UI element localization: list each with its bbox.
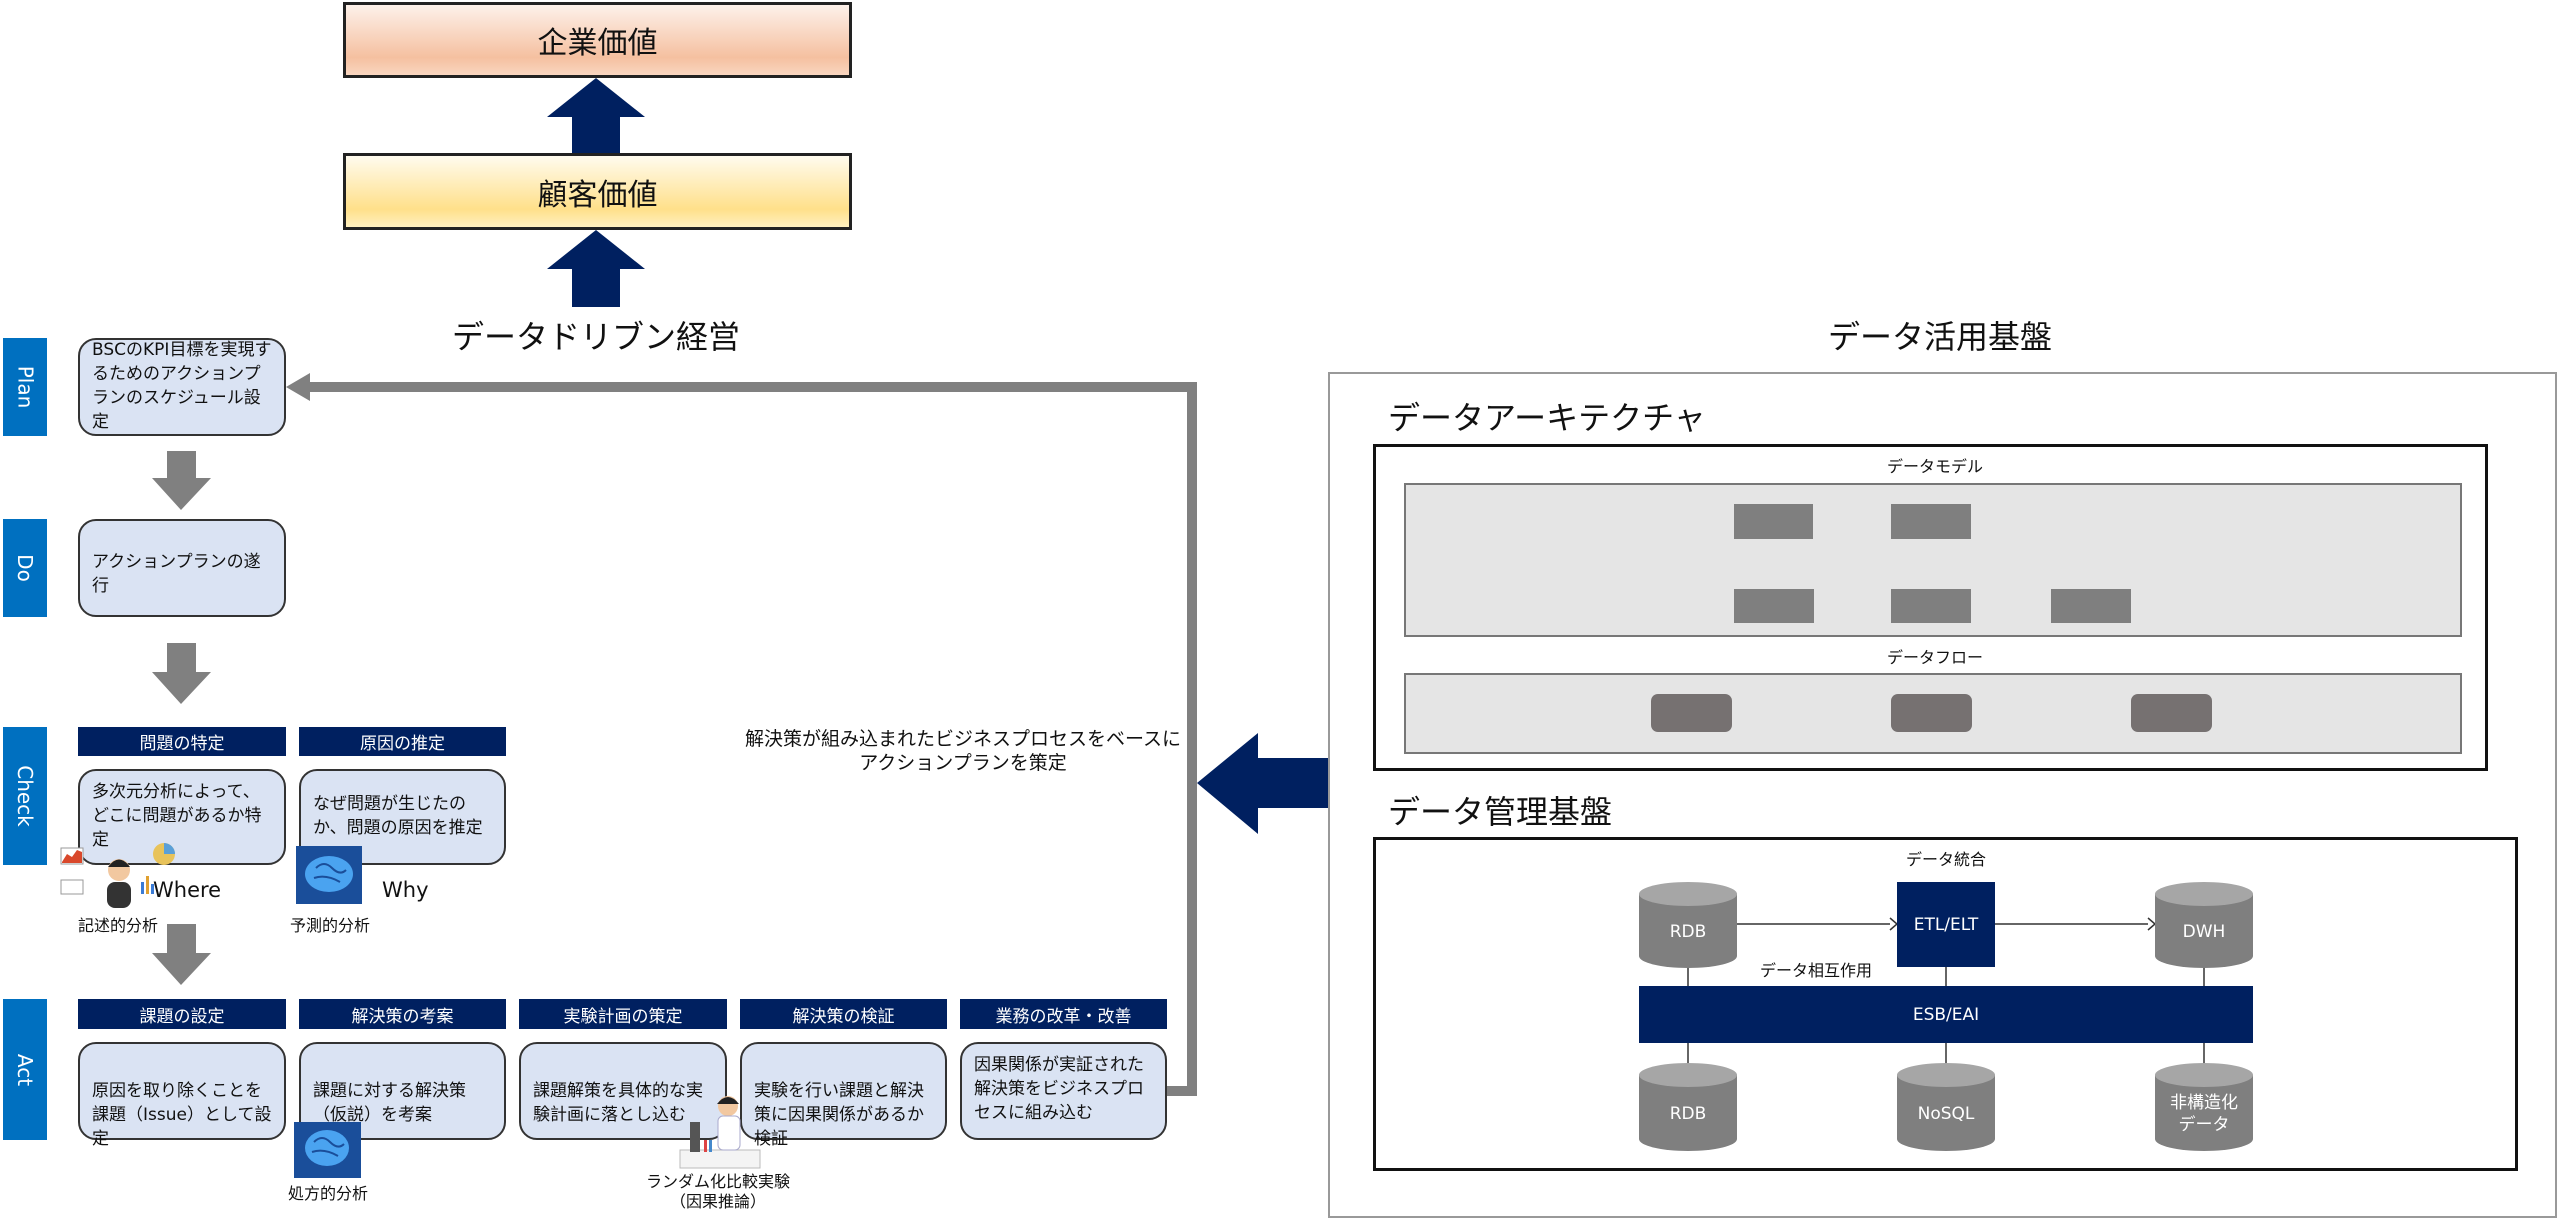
process-node (1891, 694, 1972, 732)
feedback-arrowhead-icon (286, 373, 310, 401)
customer-value-label: 顧客価値 (537, 177, 658, 213)
data-platform-title: データ活用基盤 (1827, 318, 2052, 356)
feedback-line (305, 382, 1197, 1096)
esb-bar: ESB/EAI (1639, 986, 2253, 1043)
rct-label: ランダム化比較実験 (645, 1172, 790, 1191)
architecture-title: データアーキテクチャ (1388, 399, 1706, 437)
cylinder-label: 非構造化データ (2170, 1092, 2238, 1135)
act-step-header: 解決策の検証 (740, 999, 947, 1029)
act-step-box: 実験を行い課題と解決策に因果関係があるか検証 (740, 1042, 947, 1149)
act-step-header: 実験計画の策定 (519, 999, 727, 1029)
entity-box (1891, 589, 1971, 623)
where-label: Where (153, 878, 222, 902)
causal-inference-label: （因果推論） (669, 1192, 766, 1211)
act-step-text: 課題に対する解決策（仮説）を考案 (313, 1081, 466, 1125)
check-step-text: 多次元分析によって、どこに問題があるか特定 (92, 782, 262, 850)
phase-act: Act (3, 999, 47, 1140)
plan-box: BSCのKPI目標を実現するためのアクションプランのスケジュール設定 (78, 338, 286, 436)
check-step-text: なぜ問題が生じたのか、問題の原因を推定 (313, 794, 483, 838)
data-platform-panel (1328, 372, 2557, 1218)
descriptive-analysis-label: 記述的分析 (77, 916, 158, 935)
act-step-header: 業務の改革・改善 (960, 999, 1167, 1029)
cylinder-label: RDB (1669, 921, 1707, 942)
rdb-cylinder: RDB (1639, 1063, 1737, 1151)
data-flow-label: データフロー (1886, 648, 1983, 667)
phase-label: Act (12, 1053, 37, 1086)
act-step-box: 原因を取り除くことを課題（Issue）として設定 (78, 1042, 286, 1149)
management-box (1373, 837, 2518, 1171)
predictive-analysis-label: 予測的分析 (289, 916, 370, 935)
act-step-header: 課題の設定 (78, 999, 286, 1029)
architecture-box (1373, 444, 2488, 771)
integration-label: データ統合 (1905, 850, 1986, 869)
check-step-header: 原因の推定 (299, 727, 506, 756)
nosql-cylinder: NoSQL (1897, 1063, 1995, 1151)
cylinder-label: RDB (1669, 1103, 1707, 1124)
phase-plan: Plan (3, 338, 47, 436)
plan-text: BSCのKPI目標を実現するためのアクションプランのスケジュール設定 (92, 340, 272, 432)
entity-box (2051, 589, 2131, 623)
act-step-text: 課題解策を具体的な実験計画に落とし込む (533, 1081, 703, 1125)
check-step-box: 多次元分析によって、どこに問題があるか特定 (78, 769, 286, 865)
etl-label: ETL/ELT (1913, 914, 1979, 935)
act-step-text: 実験を行い課題と解決策に因果関係があるか検証 (754, 1081, 924, 1149)
etl-box: ETL/ELT (1897, 882, 1995, 967)
act-step-text: 因果関係が実証された解決策をビジネスプロセスに組み込む (974, 1055, 1144, 1123)
process-node (1651, 694, 1732, 732)
integration-lines (1687, 923, 2205, 1065)
process-node (2131, 694, 2212, 732)
why-label: Why (382, 878, 429, 902)
corporate-value-box: 企業価値 (343, 2, 852, 78)
check-step-header: 問題の特定 (78, 727, 286, 756)
down-arrow-icon (152, 451, 211, 510)
scientist-icon (679, 1096, 761, 1169)
cylinder-label: DWH (2182, 921, 2226, 942)
down-arrow-icon (152, 924, 211, 985)
feedback-caption-line: アクションプランを策定 (859, 751, 1067, 774)
feedback-caption-line: 解決策が組み込まれたビジネスプロセスをベースに (744, 728, 1182, 750)
phase-label: Do (12, 554, 37, 582)
prescriptive-analysis-label: 処方的分析 (287, 1184, 368, 1203)
entity-box (1734, 589, 1814, 623)
rdb-source-cylinder: RDB (1639, 882, 1737, 968)
customer-value-box: 顧客価値 (343, 153, 852, 230)
act-step-header: 解決策の考案 (299, 999, 506, 1029)
analyst-charts-icon (60, 843, 175, 908)
brain-icon (294, 1122, 361, 1178)
cylinder-label: NoSQL (1917, 1103, 1975, 1124)
phase-label: Check (13, 765, 37, 827)
management-title: データ管理基盤 (1388, 793, 1613, 831)
up-arrow-icon (547, 230, 645, 307)
dwh-cylinder: DWH (2155, 882, 2253, 968)
down-arrow-icon (152, 643, 211, 704)
interaction-label: データ相互作用 (1759, 961, 1872, 980)
up-arrow-icon (547, 78, 645, 153)
unstructured-cylinder: 非構造化データ (2155, 1063, 2253, 1151)
entity-box (1734, 504, 1813, 539)
phase-label: Plan (13, 365, 37, 409)
left-arrow-icon (1197, 733, 1328, 834)
act-step-text: 原因を取り除くことを課題（Issue）として設定 (92, 1081, 272, 1149)
brain-icon (296, 846, 362, 904)
data-driven-title: データドリブン経営 (451, 318, 740, 356)
act-step-box: 因果関係が実証された解決策をビジネスプロセスに組み込む (960, 1042, 1167, 1140)
do-text: アクションプランの遂行 (92, 552, 261, 596)
data-model-label: データモデル (1886, 457, 1983, 476)
do-box: アクションプランの遂行 (78, 519, 286, 617)
esb-label: ESB/EAI (1912, 1004, 1980, 1025)
feedback-caption: 解決策が組み込まれたビジネスプロセスをベースに アクションプランを策定 (720, 728, 1206, 776)
entity-box (1891, 504, 1971, 539)
corporate-value-label: 企業価値 (537, 26, 658, 61)
phase-check: Check (3, 727, 47, 865)
phase-do: Do (3, 519, 47, 617)
